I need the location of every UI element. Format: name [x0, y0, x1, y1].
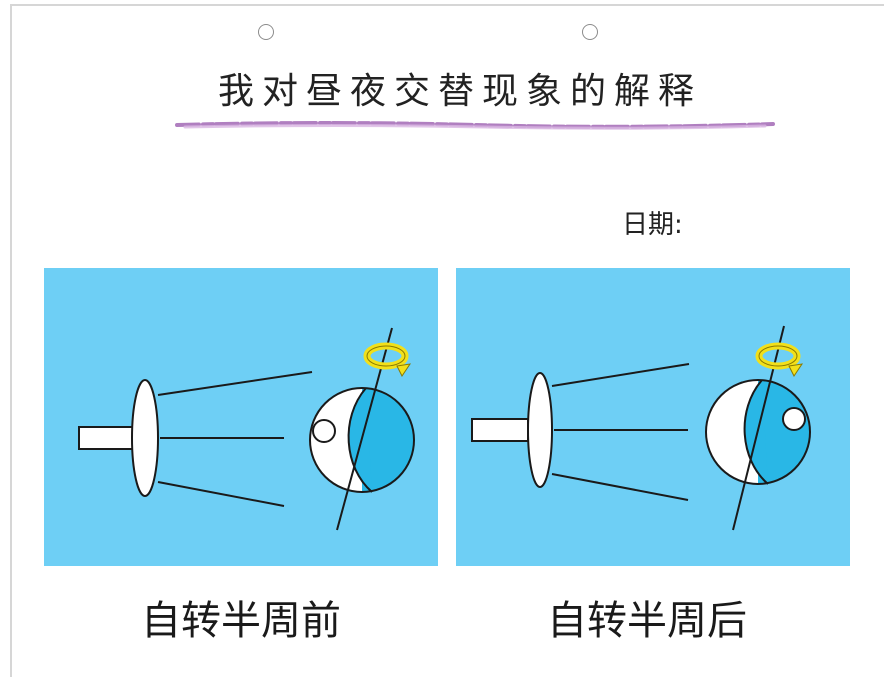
diagram-before-svg	[78, 327, 415, 531]
diagram-panel-before	[44, 268, 438, 566]
caption-before: 自转半周前	[141, 598, 341, 644]
light-ray	[157, 481, 285, 507]
flashlight-handle	[78, 426, 134, 450]
title-underline	[175, 121, 775, 130]
light-ray	[551, 473, 689, 501]
flashlight-handle	[471, 418, 529, 442]
caption-after: 自转半周后	[547, 598, 747, 644]
date-label: 日期:	[622, 210, 683, 240]
rotation-arrow-icon	[755, 342, 804, 377]
flashlight-lens	[131, 379, 159, 497]
light-ray	[551, 363, 690, 387]
binder-hole-left	[258, 24, 274, 40]
worksheet-title: 我对昼夜交替现象的解释	[217, 71, 702, 112]
earth-axis	[336, 327, 393, 531]
binder-hole-right	[582, 24, 598, 40]
earth-axis	[732, 325, 785, 531]
flashlight-lens	[527, 372, 553, 488]
rotation-arrow-icon	[363, 342, 412, 377]
location-marker	[312, 419, 336, 443]
light-ray	[157, 371, 313, 396]
diagram-panel-after	[456, 268, 850, 566]
location-marker	[782, 407, 806, 431]
diagram-after-svg	[471, 325, 811, 531]
